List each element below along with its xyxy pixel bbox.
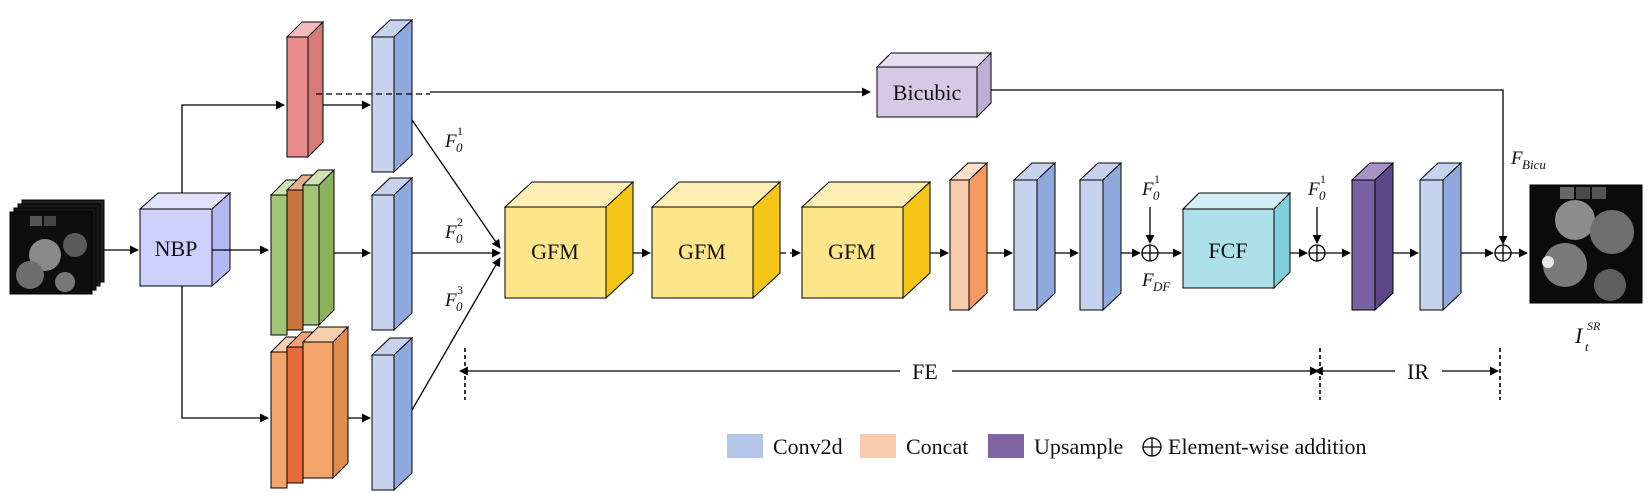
upsample-block: [1350, 161, 1395, 312]
svg-text:2: 2: [457, 215, 463, 229]
ir-range: IR: [1313, 348, 1501, 400]
legend-item-upsample: Upsample: [988, 434, 1123, 459]
element-wise-addition-1: [1141, 244, 1159, 262]
svg-text:0: 0: [1319, 188, 1326, 203]
fe-label: FE: [912, 359, 938, 384]
f0-2-label: F 0 2: [444, 215, 463, 246]
svg-text:1: 1: [1320, 172, 1326, 186]
svg-text:0: 0: [456, 140, 463, 155]
fe-range: FE: [458, 348, 1321, 400]
svg-text:F: F: [1141, 270, 1154, 291]
fcf-label: FCF: [1208, 238, 1247, 263]
element-wise-addition-3: [1494, 244, 1512, 262]
svg-text:F: F: [444, 131, 457, 152]
fcf-module: FCF: [1181, 191, 1292, 290]
svg-text:Element-wise addition: Element-wise addition: [1168, 434, 1367, 459]
svg-text:I: I: [1574, 323, 1584, 348]
gfm-module-1: GFM: [503, 180, 635, 300]
bottom-branch-feature-block: [269, 325, 350, 489]
fe-conv-2: [1078, 161, 1123, 312]
output-image: [1529, 184, 1643, 304]
f0-1-fcf-label: F 0 1: [1141, 172, 1160, 203]
legend-item-addition: Element-wise addition: [1142, 434, 1367, 459]
addition-icon: [1142, 437, 1162, 457]
bottom-branch-conv: [370, 336, 414, 492]
ir-label: IR: [1407, 359, 1429, 384]
svg-text:Concat: Concat: [906, 434, 968, 459]
svg-text:F: F: [1141, 179, 1154, 200]
svg-text:Bicu: Bicu: [1522, 157, 1546, 172]
f0-1-label: F 0 1: [444, 124, 463, 155]
f0-1-up-label: F 0 1: [1307, 172, 1326, 203]
svg-text:3: 3: [457, 283, 463, 297]
gfm-1-label: GFM: [531, 239, 579, 264]
gfm-3-label: GFM: [828, 239, 876, 264]
nbp-label: NBP: [155, 236, 198, 261]
element-wise-addition-2: [1308, 244, 1326, 262]
middle-branch-conv: [370, 176, 414, 332]
legend: Conv2d Concat Upsample Element-wise addi…: [727, 434, 1367, 459]
f0-3-label: F 0 3: [444, 283, 463, 314]
svg-text:DF: DF: [1152, 279, 1171, 294]
f-bicu-label: F Bicu: [1510, 148, 1546, 172]
bicubic-label: Bicubic: [893, 80, 962, 105]
gfm-module-2: GFM: [650, 180, 782, 300]
input-image-stack: [9, 199, 105, 295]
svg-text:F: F: [444, 222, 457, 243]
svg-text:Conv2d: Conv2d: [773, 434, 843, 459]
f-df-label: F DF: [1141, 270, 1171, 294]
svg-text:t: t: [1585, 339, 1589, 354]
svg-text:0: 0: [1153, 188, 1160, 203]
nbp-module: NBP: [138, 191, 232, 288]
ir-conv: [1418, 161, 1463, 312]
svg-text:SR: SR: [1587, 319, 1601, 333]
svg-text:1: 1: [1154, 172, 1160, 186]
gfm-module-3: GFM: [800, 180, 932, 300]
top-branch-feature-block: [285, 20, 325, 159]
bicubic-module: Bicubic: [875, 51, 993, 119]
svg-text:F: F: [1307, 179, 1320, 200]
svg-text:0: 0: [456, 231, 463, 246]
svg-text:F: F: [1510, 148, 1523, 169]
top-branch-conv: [370, 18, 414, 174]
legend-item-conv2d: Conv2d: [727, 434, 843, 459]
middle-branch-feature-block: [269, 168, 336, 336]
output-label: I t SR: [1574, 319, 1601, 354]
concat-block: [948, 161, 989, 312]
fe-conv-1: [1012, 161, 1057, 312]
legend-item-concat: Concat: [860, 434, 968, 459]
svg-text:F: F: [444, 290, 457, 311]
gfm-2-label: GFM: [678, 239, 726, 264]
svg-text:0: 0: [456, 299, 463, 314]
svg-text:1: 1: [457, 124, 463, 138]
svg-text:Upsample: Upsample: [1034, 434, 1123, 459]
